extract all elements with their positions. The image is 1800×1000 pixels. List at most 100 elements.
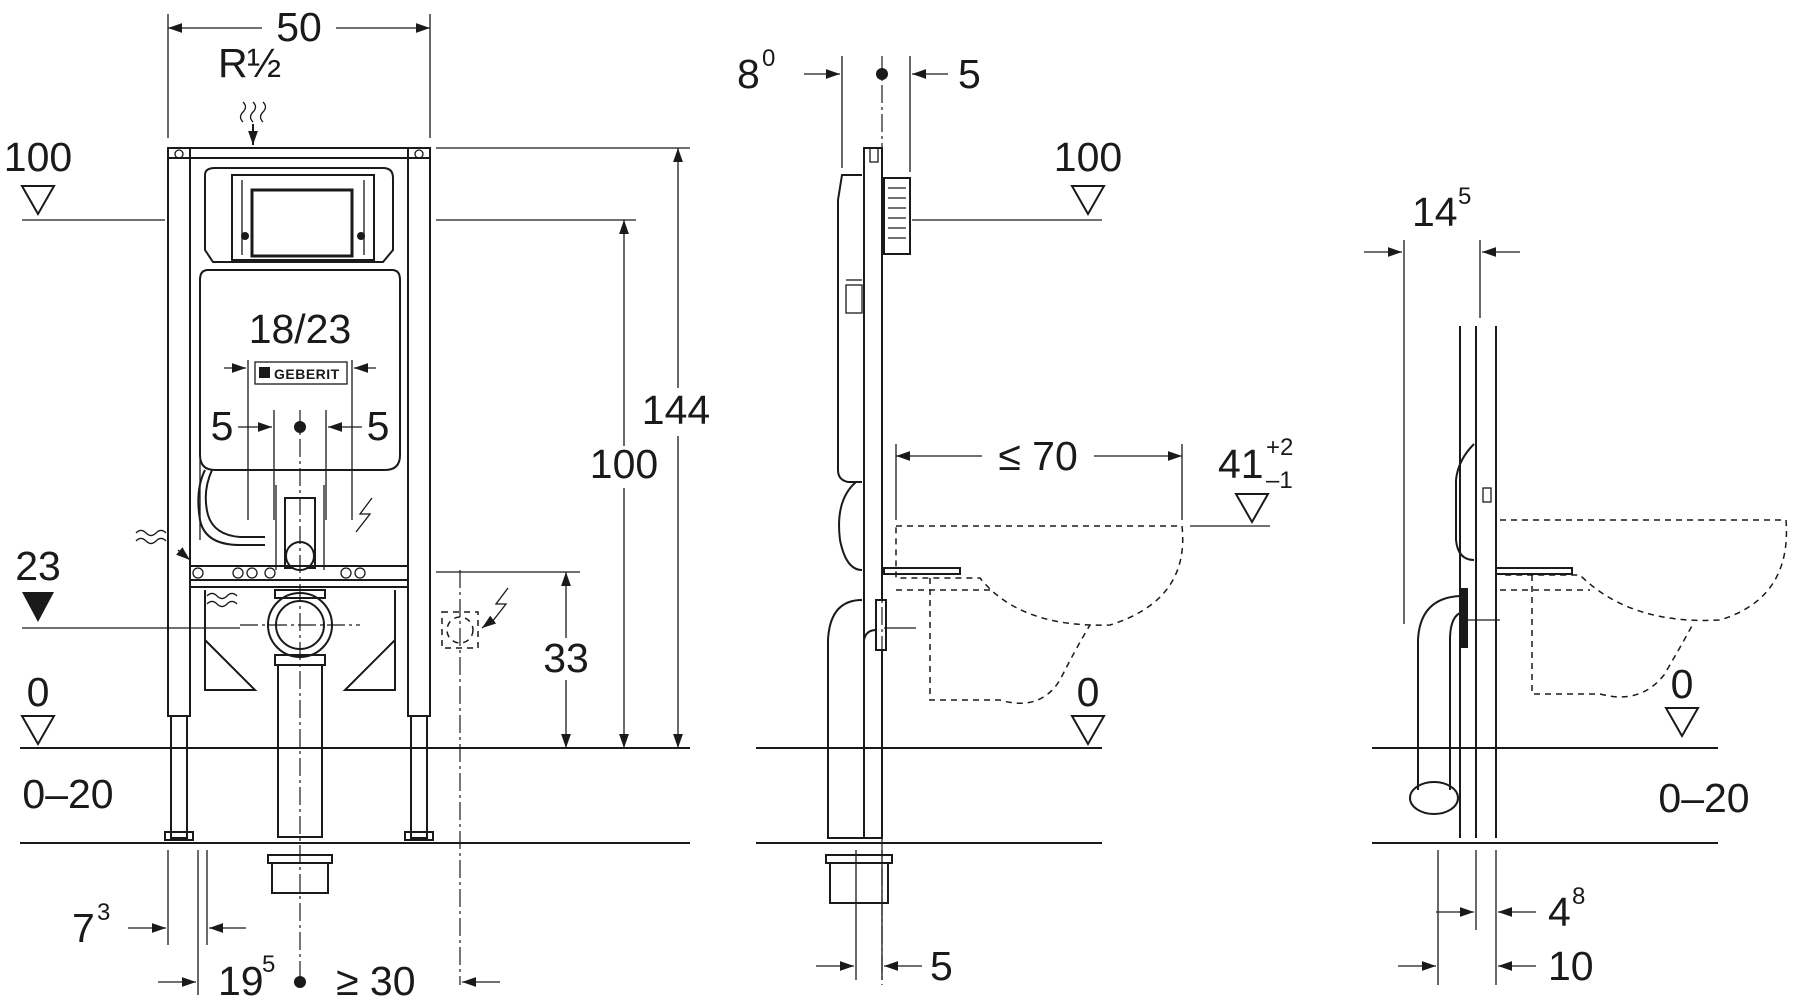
side-level-0: 0: [1077, 669, 1100, 715]
tol-plus: +2: [1266, 434, 1293, 461]
narrow-toilet-pan: [1500, 519, 1788, 622]
dim-7-sup: 3: [97, 899, 110, 926]
cistern-body: [199, 269, 401, 471]
logo-text: GEBERIT: [274, 366, 340, 382]
narrow-drain-end: [1409, 781, 1459, 815]
side-view: 8 0 5 100 ≤ 70 41 +2 –1 0 5: [737, 45, 1293, 989]
level-marker: [1070, 185, 1106, 217]
frame-right-leg: [410, 715, 428, 839]
side-bolt: [883, 567, 961, 575]
water-arrow: [176, 547, 191, 561]
tol-minus: –1: [1266, 467, 1293, 494]
bolt-hole: [354, 567, 366, 579]
narrow-toilet-pan-foot: [1531, 575, 1695, 698]
dim-side-bottom-5: 5: [930, 943, 953, 989]
dim-19-sup: 5: [262, 951, 275, 978]
side-detail: [845, 284, 863, 314]
level-marker: [1070, 715, 1106, 747]
dim-width-14-sup: 5: [1458, 183, 1471, 210]
toilet-pan-foot: [929, 578, 1091, 704]
connection-fraction: ½: [247, 40, 281, 86]
dim-offset-4: 4: [1548, 889, 1571, 935]
side-drain-collar: [875, 599, 887, 651]
actuator-plate: [231, 174, 375, 261]
bolt-hole: [264, 567, 276, 579]
dim-pan-70: ≤ 70: [998, 433, 1078, 479]
dim-width-14: 14: [1412, 189, 1458, 235]
narrow-bolt: [1495, 567, 1573, 575]
centre-dot: [876, 68, 888, 80]
narrow-level-0: 0: [1671, 661, 1694, 707]
dim-left-5: 5: [211, 403, 234, 449]
water-supply-icon: [239, 101, 267, 123]
bolt-hole: [246, 567, 258, 579]
side-actuator: [883, 177, 911, 255]
electric-socket: [441, 570, 479, 985]
level-23-label: 23: [15, 543, 61, 589]
side-cistern: [837, 174, 862, 483]
range-0-20: 0–20: [22, 771, 113, 817]
frame-left-foot: [164, 831, 194, 841]
plate-screw: [241, 232, 249, 240]
mounting-bar: [189, 565, 409, 581]
dim-depth-8: 8: [737, 51, 760, 97]
narrow-range-0-20: 0–20: [1658, 775, 1749, 821]
frame-right-foot: [404, 831, 434, 841]
cistern-top: [204, 167, 394, 263]
frame-screw: [414, 149, 424, 159]
side-coupling-body: [829, 862, 889, 904]
bolt-hole: [340, 567, 352, 579]
level-marker: [20, 185, 56, 217]
centre-dot: [294, 421, 306, 433]
frame-left-leg: [170, 715, 188, 839]
side-frame-post: [863, 147, 883, 839]
side-hose: [838, 481, 863, 571]
front-view: GEBERIT: [4, 4, 710, 1000]
side-drain-bend: [827, 599, 877, 839]
level-marker-filled: [22, 592, 54, 622]
water-icon: [206, 592, 238, 608]
bolt-hole: [192, 567, 204, 579]
frame-screw: [174, 149, 184, 159]
level-100-label: 100: [4, 134, 72, 180]
plate-screw: [357, 232, 365, 240]
connection-label: R: [218, 40, 248, 86]
dim-height-33: 33: [543, 635, 589, 681]
water-icon: [135, 529, 167, 545]
drain-bracket-left: [204, 590, 258, 691]
bolt-hole: [232, 567, 244, 579]
logo-mark: [259, 367, 270, 378]
drain-bracket-right: [342, 590, 396, 691]
level-marker: [1664, 707, 1700, 739]
dim-plate-18-23: 18/23: [249, 306, 352, 352]
centre-dot: [294, 976, 306, 988]
dim-offset-4-sup: 8: [1572, 883, 1585, 910]
level-marker: [1234, 493, 1270, 525]
narrow-hose: [1455, 443, 1475, 561]
frame-left-post: [167, 147, 191, 717]
frame-top-rail: [167, 147, 431, 159]
dim-7: 7: [72, 905, 95, 951]
side-level-100: 100: [1054, 134, 1122, 180]
narrow-drain-collar: [1460, 588, 1468, 648]
narrow-clip: [1482, 487, 1492, 503]
dim-width-50: 50: [276, 4, 322, 50]
narrow-drain-inner: [1449, 611, 1463, 790]
dim-offset-10: 10: [1548, 943, 1594, 989]
logo-badge: [254, 361, 348, 385]
dim-side-5: 5: [958, 51, 981, 97]
dim-right-5: 5: [367, 403, 390, 449]
electric-icon: [491, 587, 509, 623]
supply-hose-inner: [204, 469, 265, 538]
level-marker: [20, 715, 56, 747]
dim-depth-8-sup: 0: [762, 45, 775, 72]
side-frame-clip: [869, 147, 879, 163]
dim-height-100: 100: [590, 441, 658, 487]
electric-icon: [355, 497, 373, 533]
dim-min-30: ≥ 30: [336, 958, 416, 1000]
toilet-pan: [895, 525, 1184, 626]
actuator-opening: [250, 188, 354, 258]
dim-height-144: 144: [642, 387, 710, 433]
narrow-side-view: 14 5 0 0–20 4 8 10: [1364, 183, 1788, 989]
